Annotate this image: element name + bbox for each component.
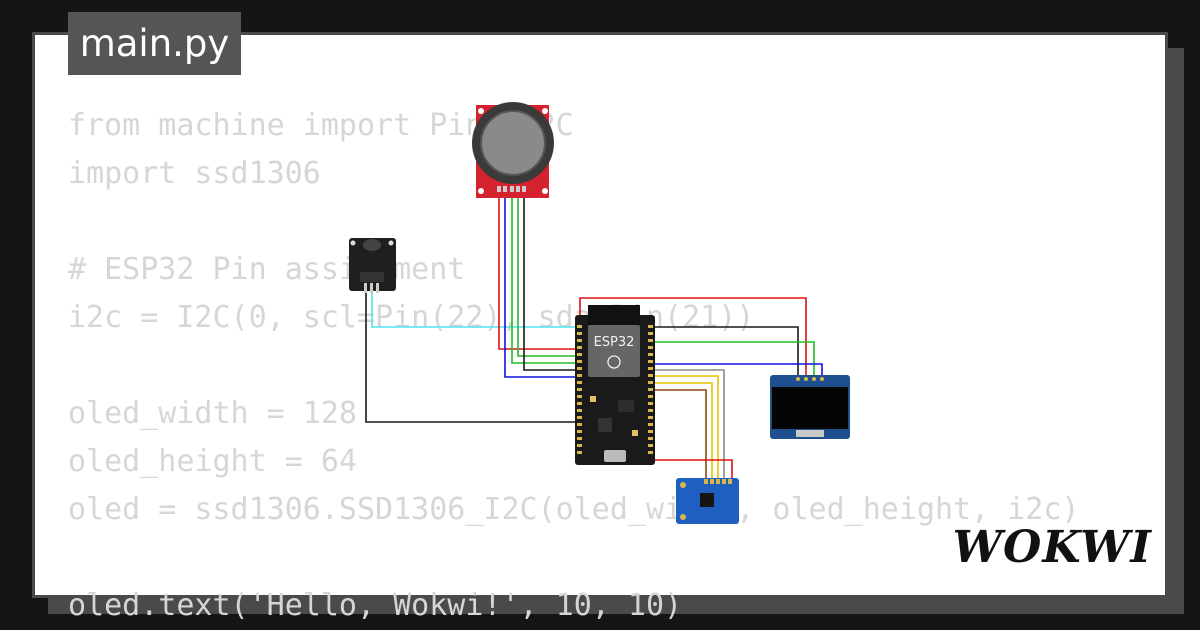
usb-port — [604, 450, 626, 462]
wire-green — [517, 190, 578, 357]
wire-blue — [652, 363, 823, 376]
esp32-board[interactable]: ESP32 — [575, 305, 655, 465]
usb-chip — [598, 418, 612, 432]
mount-hole — [680, 482, 686, 488]
code-line: oled_height = 64 — [68, 444, 357, 479]
oled-ribbon — [796, 430, 824, 437]
esp32-antenna — [588, 305, 640, 325]
wire-red — [579, 297, 807, 376]
code-line: from machine import Pin, I2C — [68, 108, 574, 143]
sensor-pins — [364, 283, 379, 293]
wire-blue — [504, 190, 578, 378]
reset-button — [632, 430, 638, 436]
ssd1306-oled[interactable] — [770, 375, 850, 439]
wire-yellow — [652, 382, 713, 478]
esp32-module-shield — [588, 325, 640, 377]
regulator — [618, 400, 634, 412]
mount-hole — [542, 188, 548, 194]
ir-receiver — [363, 239, 381, 251]
mount-hole — [542, 108, 548, 114]
mount-hole — [478, 108, 484, 114]
wire-green — [511, 190, 578, 364]
wire-yellow — [652, 375, 719, 478]
wire-red — [498, 190, 578, 350]
wire-green — [652, 341, 815, 376]
wire-brown — [652, 389, 707, 478]
wires — [365, 190, 823, 478]
analog-joystick[interactable] — [472, 102, 554, 198]
code-line: oled = ssd1306.SSD1306_I2C(oled_width, o… — [68, 492, 1080, 527]
imu-chip — [700, 493, 714, 507]
mpu6050-imu[interactable] — [676, 478, 739, 524]
code-line: oled.text('Hello, Wokwi!', 10, 10) — [68, 588, 683, 623]
wokwi-logo: WOKWI — [952, 522, 1152, 573]
joystick-cap — [480, 110, 546, 176]
imu-pins — [704, 479, 732, 484]
mount-hole — [478, 188, 484, 194]
wire-black — [365, 293, 578, 423]
esp32-pins-left — [577, 325, 582, 454]
oled-screen — [772, 387, 848, 429]
boot-button — [590, 396, 596, 402]
wire-gray — [652, 369, 725, 478]
filename-tab[interactable]: main.py — [68, 12, 241, 75]
wire-cyan — [371, 293, 578, 328]
wire-black — [523, 190, 578, 371]
wire-black — [652, 326, 799, 376]
mount-hole — [388, 240, 394, 246]
code-line: import ssd1306 — [68, 156, 321, 191]
esp32-pins-right — [648, 325, 653, 454]
ir-sensor-module[interactable] — [349, 238, 396, 293]
mount-hole — [350, 240, 356, 246]
esp32-label: ESP32 — [594, 335, 635, 350]
code-line: oled_width = 128 — [68, 396, 357, 431]
joystick-pins — [497, 186, 526, 192]
mount-hole — [680, 514, 686, 520]
code-line: i2c = I2C(0, scl=Pin(22), sda=Pin(21)) — [68, 300, 755, 335]
oled-pins — [796, 377, 824, 381]
espressif-icon — [607, 355, 621, 369]
sensor-header — [360, 272, 384, 282]
